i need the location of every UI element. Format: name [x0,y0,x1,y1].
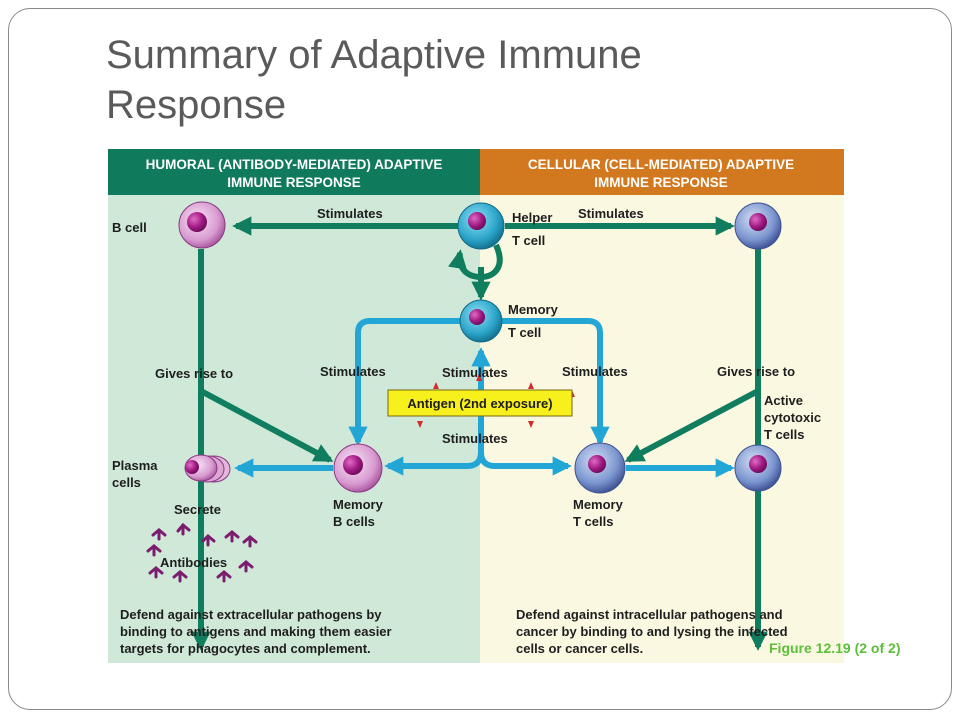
arrow-memory-t-to-memory-tcells [500,318,610,446]
memory-t-cell [459,299,503,343]
humoral-header-line1: HUMORAL (ANTIBODY-MEDIATED) ADAPTIVE [146,157,443,172]
humoral-outcome-line3: targets for phagocytes and complement. [120,641,371,656]
active-label-line2: cytotoxic [764,410,821,425]
t-cell [734,202,782,250]
arrow-helper-loop [448,243,503,281]
memory-tcells-label-line2: T cells [573,514,613,529]
plasma-cells [184,454,231,483]
helper-t-cell [457,202,505,250]
secrete-label: Secrete [174,502,221,517]
humoral-header [108,149,480,195]
memory-t-label-line2: T cell [508,325,541,340]
active-label-line3: T cells [764,427,804,442]
stimulates-label-center: Stimulates [442,365,508,380]
gives-rise-label-left: Gives rise to [155,366,233,381]
stimulates-label-mid-right: Stimulates [562,364,628,379]
active-label-line1: Active [764,393,803,408]
memory-t-cells [574,442,626,494]
antibodies-icon [146,522,258,583]
antibodies-label: Antibodies [160,555,227,570]
plasma-label-line1: Plasma [112,458,158,473]
b-cell-label: B cell [112,220,147,235]
b-cell [178,201,226,249]
cellular-outcome-line3: cells or cancer cells. [516,641,643,656]
helper-label-line2: T cell [512,233,545,248]
plasma-label-line2: cells [112,475,141,490]
arrow-tcell-to-memoryt [624,388,760,463]
humoral-outcome-line1: Defend against extracellular pathogens b… [120,607,382,622]
stimulates-label-left: Stimulates [317,206,383,221]
cellular-header [480,149,844,195]
arrow-antigen-right [478,451,572,476]
memory-b-label-line2: B cells [333,514,375,529]
cellular-outcome-line1: Defend against intracellular pathogens a… [516,607,783,622]
immune-response-diagram: HUMORAL (ANTIBODY-MEDIATED) ADAPTIVE IMM… [108,149,844,663]
antigen-box [387,389,573,417]
cellular-header-line1: CELLULAR (CELL-MEDIATED) ADAPTIVE [528,157,794,172]
arrow-bcell-to-memoryb [199,388,334,463]
humoral-header-line2: IMMUNE RESPONSE [227,175,361,190]
arrow-memory-t-to-memory-b [348,318,462,446]
stimulates-label-mid-left: Stimulates [320,364,386,379]
memory-tcells-label-line1: Memory [573,497,624,512]
cellular-header-line2: IMMUNE RESPONSE [594,175,728,190]
active-cytotoxic-t-cell [734,444,782,492]
helper-label-line1: Helper [512,210,552,225]
antigen-box-label: Antigen (2nd exposure) [407,396,552,411]
figure-caption: Figure 12.19 (2 of 2) [769,640,901,656]
stimulates-label-right: Stimulates [578,206,644,221]
humoral-outcome-line2: binding to antigens and making them easi… [120,624,392,639]
memory-b-cell [333,443,383,493]
memory-t-label-line1: Memory [508,302,559,317]
gives-rise-label-right: Gives rise to [717,364,795,379]
cellular-outcome-line2: cancer by binding to and lysing the infe… [516,624,788,639]
stimulates-label-lower: Stimulates [442,431,508,446]
slide-title: Summary of Adaptive Immune Response [106,33,642,127]
memory-b-label-line1: Memory [333,497,384,512]
